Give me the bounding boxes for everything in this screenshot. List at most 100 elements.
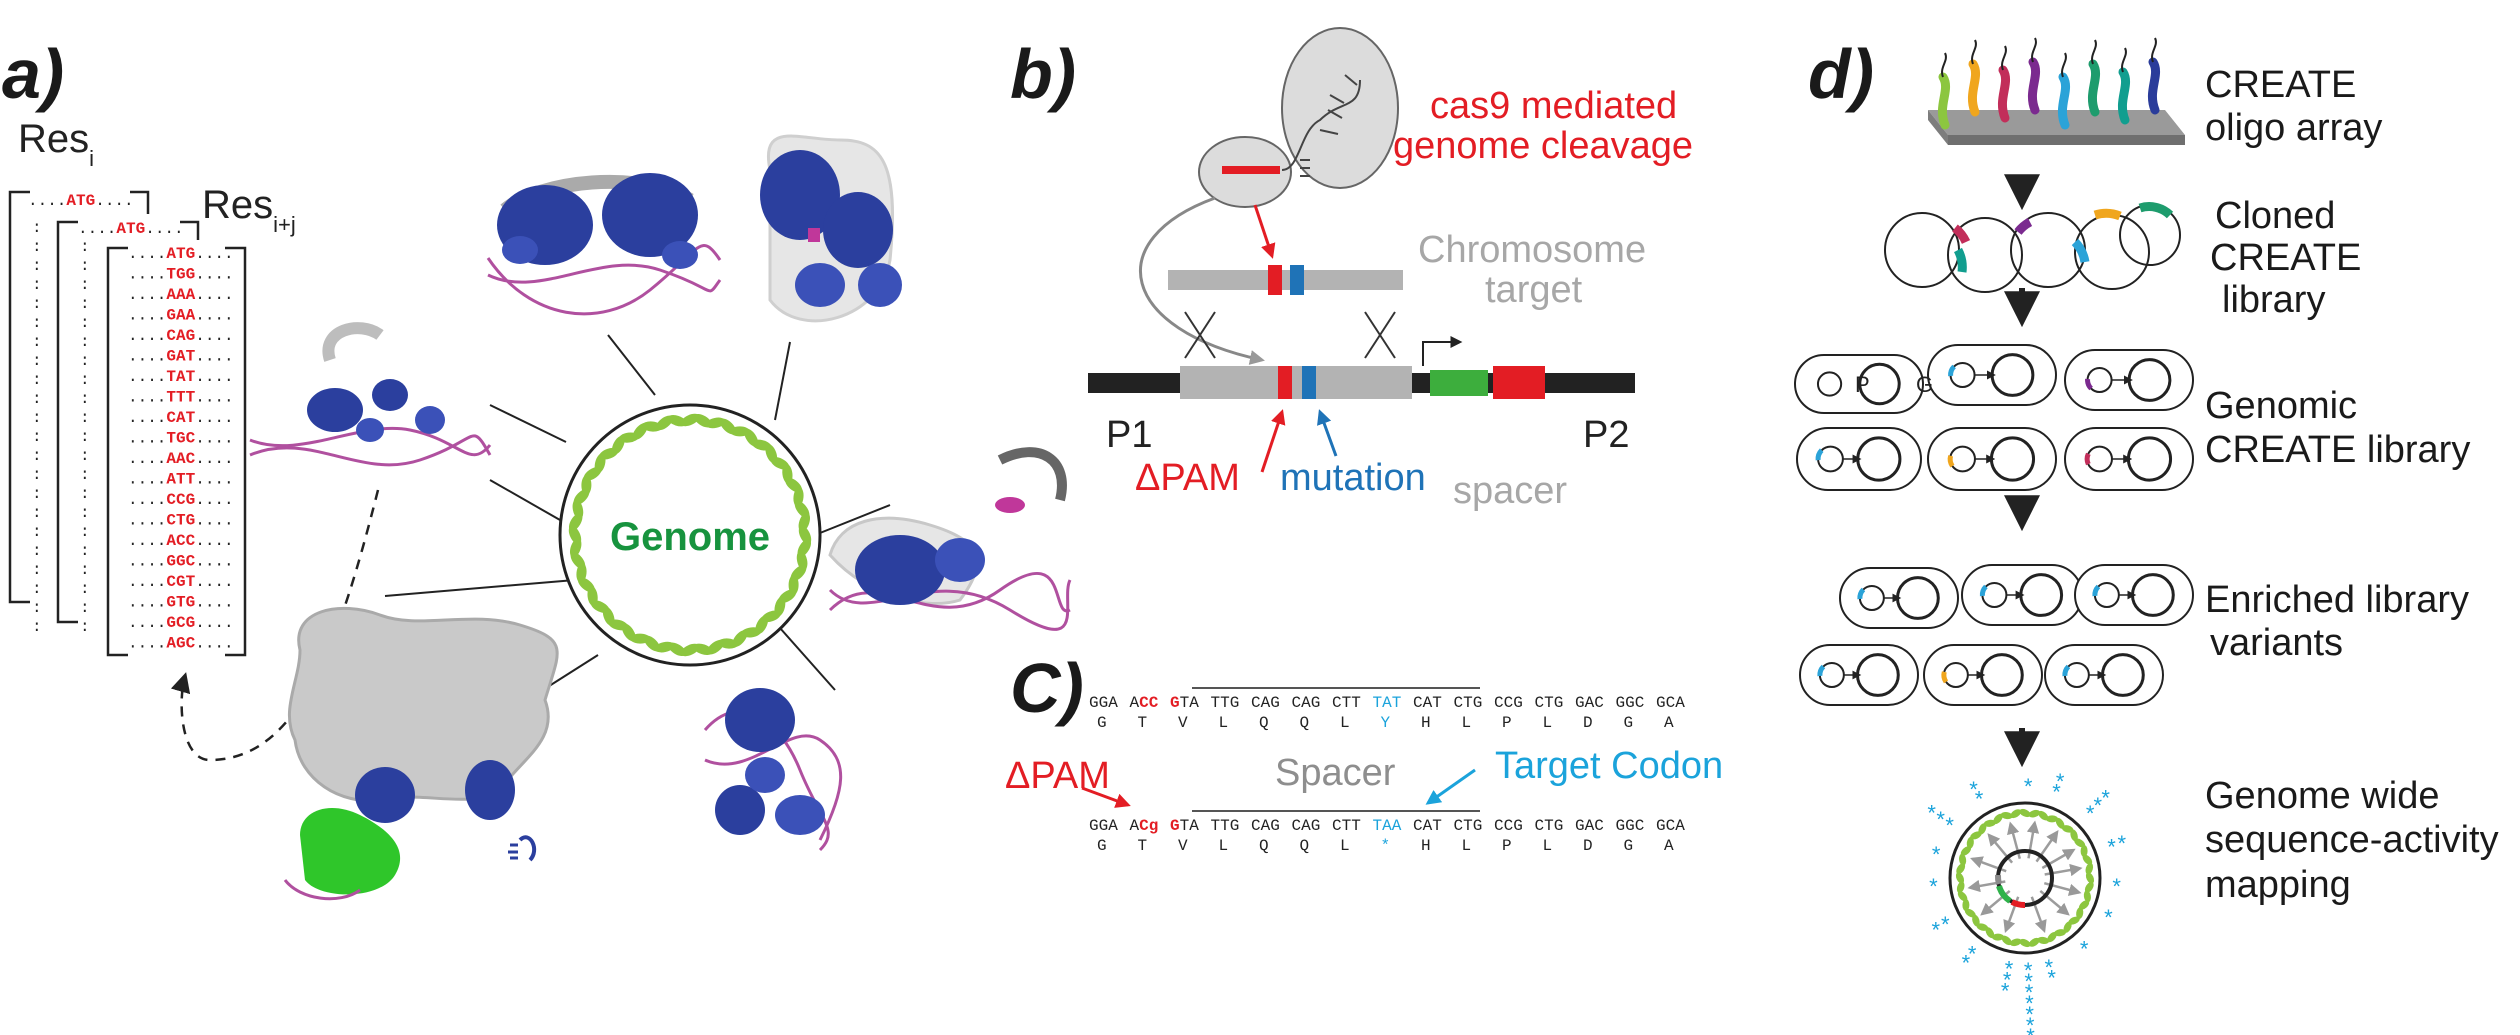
structure-top-left — [486, 173, 722, 316]
svg-text:*: * — [1936, 807, 1945, 832]
target-codon-label: Target Codon — [1495, 745, 1723, 787]
codon-item: ....GGC.... — [128, 553, 234, 571]
construct-homology-arm — [1180, 366, 1412, 399]
svg-text::: : — [80, 542, 90, 560]
plasmid-g-label: G — [1916, 372, 1933, 397]
svg-text:*: * — [1929, 874, 1938, 899]
codon-item: ....ACC.... — [128, 532, 234, 550]
nucleotide-codon: CAG — [1251, 694, 1280, 712]
oligo-array — [1928, 37, 2185, 145]
svg-text:*: * — [2003, 967, 2012, 992]
panel-d: d) CREATE oligo array — [1794, 35, 2499, 1035]
svg-text::: : — [32, 599, 42, 617]
nucleotide-codon: GGA — [1089, 817, 1118, 835]
amino-acid: Q — [1259, 714, 1269, 732]
construct-spacer-green — [1430, 370, 1488, 396]
svg-text::: : — [32, 466, 42, 484]
step2-line2: CREATE — [2210, 237, 2361, 279]
codon-value: ATG — [166, 245, 195, 263]
svg-text::: : — [80, 238, 90, 256]
nucleotide-codon: GCA — [1656, 694, 1685, 712]
svg-text::: : — [32, 580, 42, 598]
svg-text::: : — [80, 599, 90, 617]
svg-text:*: * — [1945, 813, 1954, 838]
nucleotide-codon: GAC — [1575, 817, 1604, 835]
chromosome-target-bar — [1168, 270, 1403, 290]
codon-value: TAT — [166, 368, 195, 386]
nucleotide-codon: CTT — [1332, 817, 1361, 835]
nucleotide-codon: CAG — [1292, 694, 1321, 712]
amino-acid: L — [1219, 837, 1229, 855]
amino-acid: L — [1219, 714, 1229, 732]
target-codon-arrow — [1425, 768, 1476, 805]
svg-text::: : — [32, 428, 42, 446]
svg-text::: : — [80, 390, 90, 408]
construct-mutation-mark — [1302, 366, 1316, 399]
step5-line1: Genome wide — [2205, 775, 2439, 817]
nucleotide-codon: GGC — [1616, 817, 1645, 835]
svg-text::: : — [80, 295, 90, 313]
svg-text::: : — [32, 314, 42, 332]
svg-text:....ATG....: ....ATG.... — [78, 220, 184, 238]
codon-item: ....AAA.... — [128, 286, 234, 304]
cleavage-line2: genome cleavage — [1393, 125, 1693, 167]
crossover-marks — [1184, 311, 1396, 359]
svg-text:*: * — [1927, 801, 1936, 826]
svg-text::: : — [80, 333, 90, 351]
bracket-dots: ::::::::::::::::::::::::::::::::::::::::… — [32, 219, 90, 636]
svg-text::: : — [80, 276, 90, 294]
svg-text:*: * — [1968, 941, 1977, 966]
codon-value: GCG — [166, 614, 195, 632]
nucleotide-codon: CCG — [1494, 694, 1523, 712]
codon-list: ....ATG........TGG........AAA........GAA… — [128, 245, 234, 653]
step2-line3: library — [2222, 279, 2325, 321]
amino-acid: H — [1421, 714, 1431, 732]
svg-text:....ATG....: ....ATG.... — [28, 192, 134, 210]
svg-text:Resi: Resi — [18, 117, 94, 171]
chromosome-label-line2: target — [1485, 269, 1583, 311]
codon-item: ....CTG.... — [128, 512, 234, 530]
homology-arrow — [1139, 196, 1265, 365]
codon-item: ....CAT.... — [128, 409, 234, 427]
chromosome-label-line1: Chromosome — [1418, 229, 1646, 271]
mutation-arrow — [1317, 409, 1338, 457]
oligo-strands — [1937, 37, 2161, 130]
svg-text::: : — [32, 333, 42, 351]
step3-line1: Genomic — [2205, 385, 2357, 427]
panel-a: a) Resi Resi+j ....ATG.... ....ATG.... :… — [2, 35, 1072, 901]
codon-value: CAT — [166, 409, 195, 427]
amino-acid: Q — [1259, 837, 1269, 855]
cleavage-arrow — [1253, 204, 1276, 259]
p1-label: P1 — [1106, 414, 1152, 456]
promoter-arrow — [1422, 336, 1463, 366]
codon-value: TGC — [166, 430, 195, 448]
step1-line1: CREATE — [2205, 64, 2356, 106]
codon-value: TGG — [166, 266, 195, 284]
amino-acid: H — [1421, 837, 1431, 855]
structure-top-right — [760, 134, 902, 323]
amino-acid: L — [1462, 837, 1472, 855]
svg-text:*: * — [1969, 777, 1978, 802]
svg-text:*: * — [1975, 786, 1984, 811]
nucleotide-codon: GAC — [1575, 694, 1604, 712]
map-stars: *********************************** — [1927, 769, 2126, 1035]
bracket2-codon: ATG — [116, 220, 145, 238]
genome-label: Genome — [610, 515, 770, 559]
res-i-label: Res — [18, 117, 89, 161]
codon-item: ....TAT.... — [128, 368, 234, 386]
svg-text:*: * — [2052, 780, 2061, 805]
svg-text::: : — [80, 371, 90, 389]
svg-text:*: * — [1932, 918, 1941, 943]
amino-acid: G — [1097, 714, 1107, 732]
amino-acid: Q — [1300, 837, 1310, 855]
svg-text::: : — [80, 352, 90, 370]
amino-acid: D — [1583, 714, 1593, 732]
dashed-return-arrow — [170, 489, 380, 762]
svg-text:*: * — [2005, 957, 2014, 982]
nucleotide-codon: ACg — [1130, 817, 1159, 835]
nucleotide-codon: CAT — [1413, 694, 1442, 712]
codon-item: ....GAA.... — [128, 307, 234, 325]
svg-text::: : — [80, 447, 90, 465]
